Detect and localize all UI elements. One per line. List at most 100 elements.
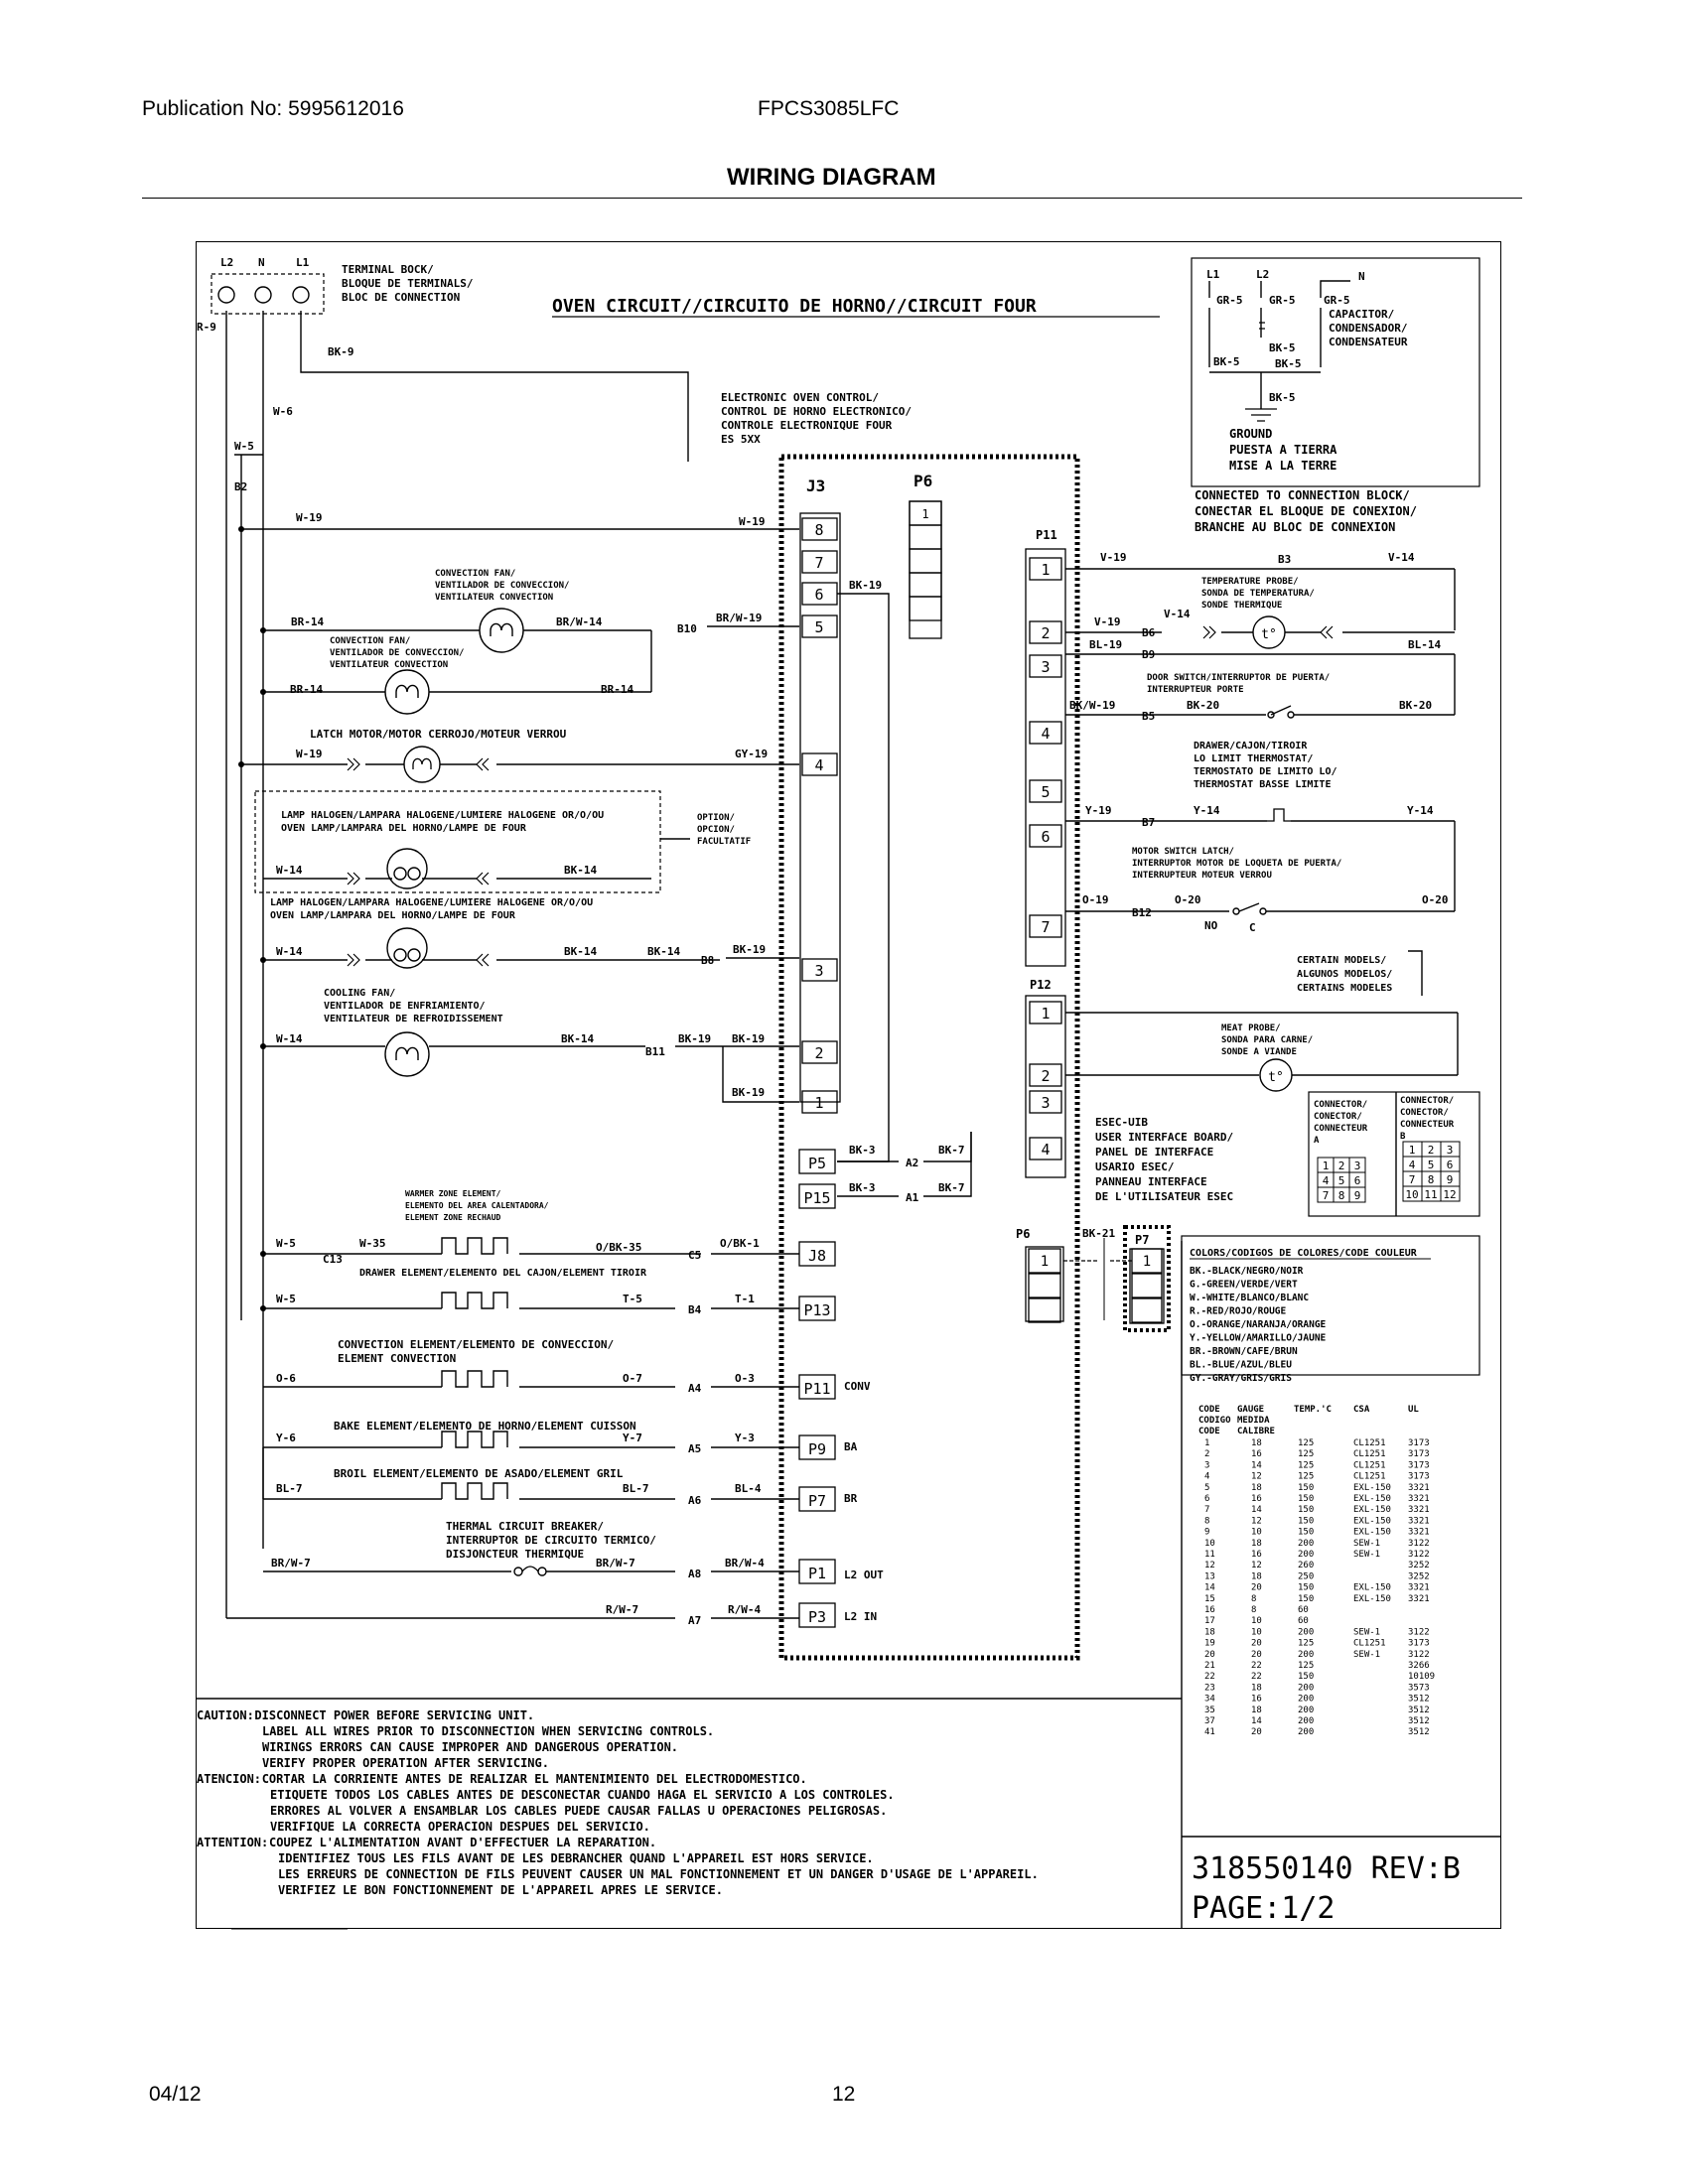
footer-page-number: 12 bbox=[832, 2083, 856, 2106]
gauge-csa: EXL-150 bbox=[1353, 1494, 1391, 1504]
j3-pin-number: 7 bbox=[814, 554, 823, 572]
color-code-item: Y.-YELLOW/AMARILLO/JAUNE bbox=[1190, 1333, 1327, 1344]
cap-wire-label: BK-5 bbox=[1213, 355, 1240, 368]
wire-label: B12 bbox=[1132, 906, 1152, 919]
lamp-filament bbox=[393, 867, 407, 881]
p12-pin-number: 2 bbox=[1041, 1067, 1050, 1085]
cap-wire-label: BK-5 bbox=[1269, 391, 1296, 404]
gauge-awg: 20 bbox=[1251, 1650, 1262, 1660]
junction-dot bbox=[238, 526, 244, 532]
ground-label: GROUND bbox=[1229, 427, 1272, 441]
gauge-header: UL bbox=[1408, 1405, 1419, 1415]
plug-P15 bbox=[798, 1183, 836, 1209]
color-code-item: W.-WHITE/BLANCO/BLANC bbox=[1190, 1293, 1309, 1303]
j3-pin bbox=[801, 1040, 838, 1064]
gauge-ul: 3321 bbox=[1408, 1594, 1430, 1604]
wire-label: BK-19 bbox=[732, 1086, 765, 1099]
gauge-awg: 10 bbox=[1251, 1616, 1262, 1626]
gauge-temp: 260 bbox=[1298, 1561, 1314, 1570]
gauge-temp: 200 bbox=[1298, 1627, 1314, 1637]
gauge-csa: SEW-1 bbox=[1353, 1550, 1380, 1560]
gauge-temp: 150 bbox=[1298, 1528, 1314, 1538]
grid-a-number: 6 bbox=[1354, 1174, 1361, 1187]
wire-label: R/W-4 bbox=[728, 1603, 761, 1616]
j3-pin bbox=[801, 550, 838, 574]
j3-pin-number: 6 bbox=[814, 586, 823, 604]
wire-label: BR/W-7 bbox=[596, 1557, 635, 1570]
p6-pin bbox=[909, 548, 942, 574]
meat-probe-label: SONDA PARA CARNE/ bbox=[1221, 1035, 1313, 1045]
caution-text: LES ERREURS DE CONNECTION DE FILS PEUVEN… bbox=[278, 1867, 1039, 1881]
p6b-pin-number: 1 bbox=[1041, 1254, 1049, 1270]
grid-b-number: 7 bbox=[1409, 1173, 1416, 1186]
gauge-csa: CL1251 bbox=[1353, 1639, 1386, 1649]
wire-label: W-5 bbox=[234, 440, 254, 453]
oven-lamp-label: LAMP HALOGEN/LAMPARA HALOGENE/LUMIERE HA… bbox=[270, 897, 593, 908]
wire-label: W-35 bbox=[359, 1237, 386, 1250]
cap-wire-label: GR-5 bbox=[1216, 294, 1243, 307]
gauge-temp: 125 bbox=[1298, 1460, 1314, 1470]
thermal-breaker-label: THERMAL CIRCUIT BREAKER/ bbox=[446, 1520, 604, 1533]
gauge-header: CALIBRE bbox=[1237, 1427, 1275, 1436]
wire-label: BK-20 bbox=[1187, 699, 1219, 712]
caution-text: IDENTIFIEZ TOUS LES FILS AVANT DE LES DE… bbox=[278, 1851, 874, 1865]
gauge-header: GAUGE bbox=[1237, 1405, 1264, 1415]
j3-pin bbox=[801, 752, 838, 776]
motor-switch-label: MOTOR SWITCH LATCH/ bbox=[1132, 847, 1234, 857]
gauge-code: 37 bbox=[1204, 1716, 1215, 1726]
grid-b-number: 2 bbox=[1428, 1144, 1435, 1157]
wire-label: B7 bbox=[1142, 816, 1155, 829]
connector-symbol bbox=[476, 872, 490, 886]
gauge-awg: 10 bbox=[1251, 1627, 1262, 1637]
gauge-awg: 14 bbox=[1251, 1505, 1262, 1515]
p12-pin-number: 3 bbox=[1041, 1094, 1050, 1112]
wire-label: BL-4 bbox=[735, 1482, 762, 1495]
wire-label: T-5 bbox=[623, 1293, 642, 1305]
wire-label: W-19 bbox=[296, 748, 323, 760]
plug-suffix-label: CONV bbox=[844, 1380, 871, 1393]
lamp-filament bbox=[407, 948, 421, 962]
gauge-ul: 3173 bbox=[1408, 1472, 1430, 1482]
caution-text: DISCONNECT POWER BEFORE SERVICING UNIT. bbox=[254, 1708, 534, 1722]
gauge-header: MEDIDA bbox=[1237, 1416, 1270, 1426]
wire-label: B9 bbox=[1142, 648, 1155, 661]
connector-b-label: B bbox=[1400, 1132, 1406, 1142]
wire-label: W-5 bbox=[276, 1293, 296, 1305]
wire-label: BK-14 bbox=[647, 945, 680, 958]
bk21-label: BK-21 bbox=[1082, 1227, 1115, 1240]
gauge-temp: 150 bbox=[1298, 1583, 1314, 1593]
wire-label: BK-19 bbox=[678, 1032, 711, 1045]
convection-fan-label-2: VENTILADOR DE CONVECCION/ bbox=[330, 648, 464, 658]
gauge-awg: 22 bbox=[1251, 1672, 1262, 1682]
wire-label: BL-19 bbox=[1089, 638, 1122, 651]
connector-symbol bbox=[476, 953, 490, 967]
wire-label: BK-7 bbox=[938, 1144, 965, 1157]
wire-label: B8 bbox=[701, 954, 714, 967]
p11-label: P11 bbox=[1036, 528, 1057, 542]
plug-suffix-label: L2 OUT bbox=[844, 1569, 884, 1581]
cooling-fan-label: COOLING FAN/ bbox=[324, 988, 395, 999]
wire-label: A1 bbox=[906, 1191, 919, 1204]
gauge-temp: 200 bbox=[1298, 1550, 1314, 1560]
option-label: FACULTATIF bbox=[697, 837, 751, 847]
plug-label: P1 bbox=[808, 1565, 826, 1582]
gauge-csa: SEW-1 bbox=[1353, 1627, 1380, 1637]
wire-label: A4 bbox=[688, 1382, 702, 1395]
gauge-header: CODE bbox=[1198, 1405, 1220, 1415]
connector-b-label: CONNECTEUR bbox=[1400, 1120, 1455, 1130]
p11-pin-number: 7 bbox=[1041, 918, 1050, 936]
terminal-screw bbox=[217, 286, 235, 304]
cooling-fan-motor-symbol bbox=[395, 1046, 419, 1060]
wire-label: T-1 bbox=[735, 1293, 755, 1305]
gauge-ul: 3266 bbox=[1408, 1661, 1430, 1671]
wire-label: B10 bbox=[677, 622, 697, 635]
gauge-ul: 3321 bbox=[1408, 1505, 1430, 1515]
diagram-frame bbox=[196, 241, 1501, 1929]
ground-symbol bbox=[1245, 408, 1277, 422]
publication-number: Publication No: 5995612016 bbox=[142, 97, 404, 120]
gauge-awg: 18 bbox=[1251, 1438, 1262, 1448]
convection-fan-label: VENTILADOR DE CONVECCION/ bbox=[435, 581, 569, 591]
terminal-screw bbox=[292, 286, 310, 304]
motor-switch-label: INTERRUPTEUR MOTEUR VERROU bbox=[1132, 871, 1272, 881]
j3-pin-number: 3 bbox=[814, 962, 823, 980]
